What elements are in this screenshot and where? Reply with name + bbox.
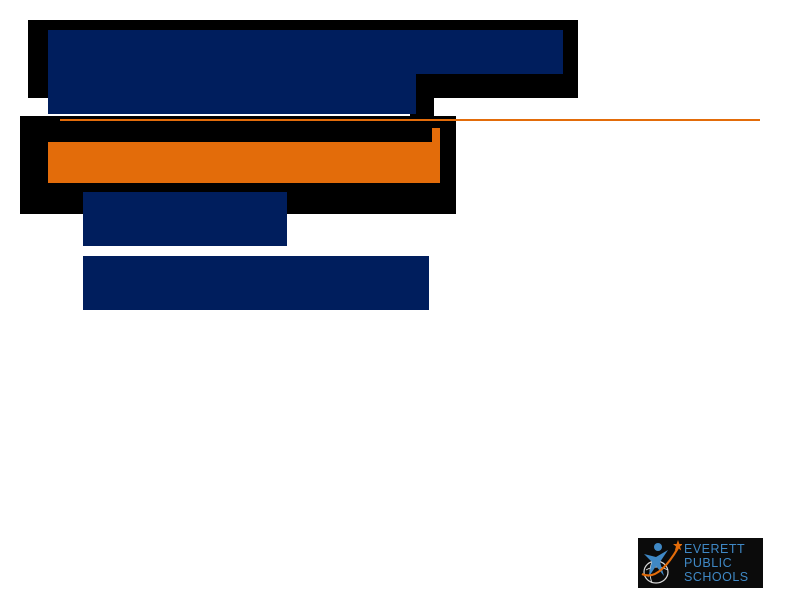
logo-line-3: SCHOOLS	[684, 570, 749, 584]
figure-star-icon	[641, 540, 682, 584]
logo-line-1: EVERETT	[684, 542, 746, 556]
everett-public-schools-logo: EVERETT PUBLIC SCHOOLS	[638, 538, 763, 588]
logo-line-2: PUBLIC	[684, 556, 733, 570]
orange-divider-line	[60, 119, 760, 121]
content-bar-short	[83, 192, 287, 246]
content-bar-long	[83, 256, 429, 310]
subtitle-bar-tab	[432, 128, 440, 142]
title-bar	[48, 30, 563, 74]
title-bar-lower	[48, 74, 416, 114]
logo-wordmark: EVERETT PUBLIC SCHOOLS	[684, 542, 749, 584]
subtitle-bar	[48, 142, 440, 183]
